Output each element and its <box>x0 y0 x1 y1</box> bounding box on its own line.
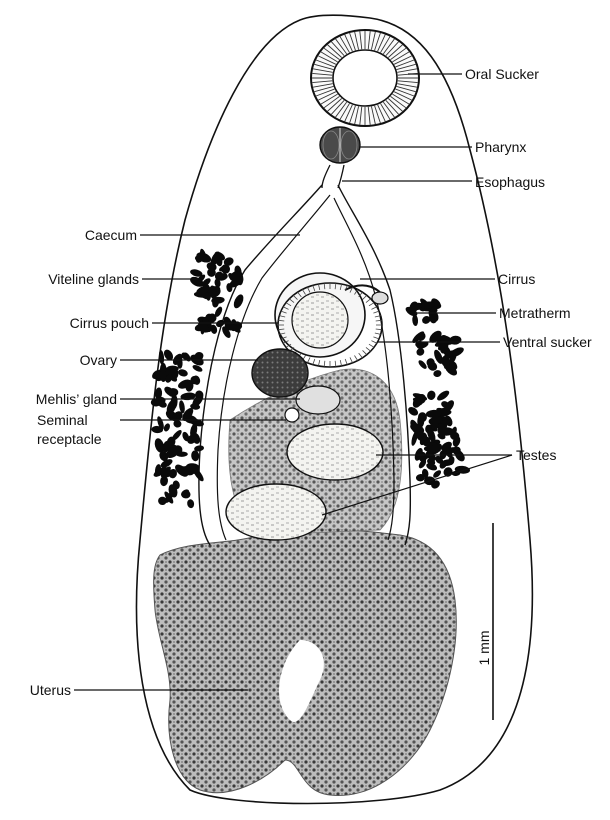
label-pharynx: Pharynx <box>475 139 526 155</box>
esophagus-tube <box>322 165 344 188</box>
cirrus-pouch <box>275 273 388 357</box>
label-testes: Testes <box>516 447 556 463</box>
label-metratherm: Metratherm <box>499 305 571 321</box>
label-seminal: Seminal <box>37 412 88 428</box>
testis-anterior <box>287 424 383 480</box>
label-uterus: Uterus <box>30 682 71 698</box>
label-caecum: Caecum <box>85 227 137 243</box>
testis-posterior <box>226 484 326 540</box>
seminal-receptacle <box>285 408 299 422</box>
label-ventral-sucker: Ventral sucker <box>503 334 592 350</box>
mehlis-gland <box>296 386 340 414</box>
label-viteline-glands: Viteline glands <box>48 271 139 287</box>
label-ovary: Ovary <box>80 352 117 368</box>
label-cirrus-pouch: Cirrus pouch <box>70 315 149 331</box>
label-receptacle: receptacle <box>37 431 102 447</box>
label-cirrus: Cirrus <box>498 271 535 287</box>
oral-sucker <box>311 30 419 126</box>
ovary <box>252 349 308 397</box>
label-mehlis-gland: Mehlis’ gland <box>36 391 117 407</box>
scale-bar-label: 1 mm <box>476 631 492 666</box>
pharynx <box>320 127 360 163</box>
label-oral-sucker: Oral Sucker <box>465 66 539 82</box>
label-esophagus: Esophagus <box>475 174 545 190</box>
